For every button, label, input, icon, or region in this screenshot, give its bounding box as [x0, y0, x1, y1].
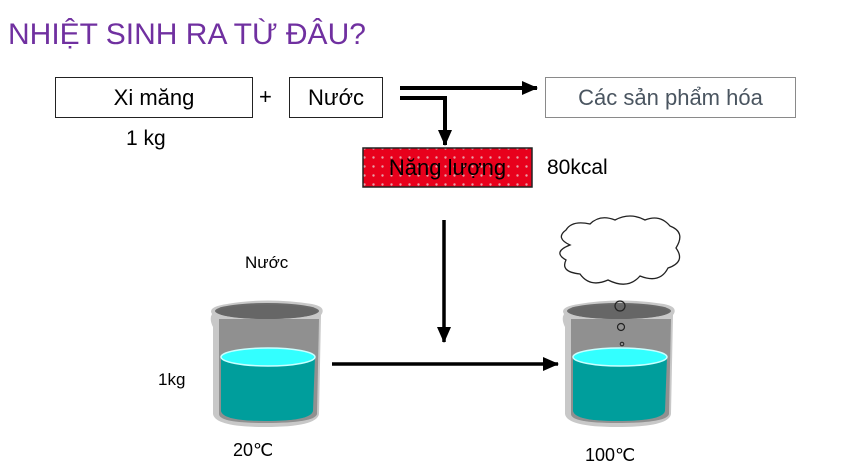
beaker-cold — [209, 299, 324, 428]
temp-start: 20℃ — [233, 440, 274, 460]
water-mass: 1kg — [158, 370, 186, 389]
beaker-hot — [561, 299, 676, 428]
plus-sign: + — [259, 84, 272, 109]
energy-box: Năng lượng — [388, 154, 507, 180]
cement-box: Xi măng — [55, 77, 253, 118]
products-box: Các sản phẩm hóa — [545, 77, 796, 118]
temp-end: 100℃ — [585, 445, 636, 465]
steam-cloud-icon — [559, 215, 681, 285]
arrow-to-energy — [400, 96, 452, 146]
cement-mass: 1 kg — [126, 127, 166, 150]
bubble-icon — [616, 322, 626, 332]
page-title: NHIỆT SINH RA TỪ ĐÂU? — [8, 18, 366, 51]
bubble-icon — [614, 300, 626, 312]
energy-value: 80kcal — [547, 156, 608, 179]
water-box: Nước — [289, 77, 383, 118]
bubble-icon — [619, 341, 625, 347]
energy-box-fill — [362, 147, 533, 188]
water-label: Nước — [245, 253, 289, 272]
